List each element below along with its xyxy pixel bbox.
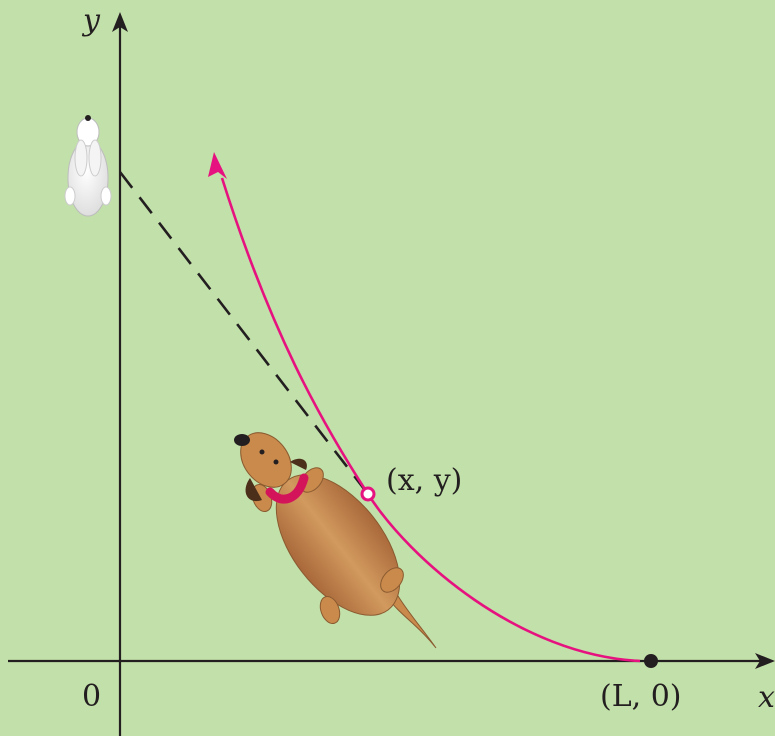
y-axis-label: y — [81, 3, 101, 38]
tangent-line — [118, 171, 370, 495]
point-xy-label: (x, y) — [386, 463, 462, 498]
rabbit-icon — [64, 115, 112, 217]
x-axis-label: x — [758, 680, 775, 715]
point-xy-marker — [360, 486, 376, 502]
point-L0-marker — [644, 654, 658, 668]
x-axis-arrowhead — [755, 653, 775, 669]
y-axis-arrowhead — [112, 12, 128, 32]
pursuit-curve — [220, 177, 641, 663]
origin-label: 0 — [82, 679, 101, 714]
point-L0-label: (L, 0) — [600, 679, 682, 714]
x-axis — [8, 653, 775, 669]
pursuit-curve-arrowhead — [208, 152, 227, 179]
dog-icon — [234, 432, 437, 649]
y-axis — [112, 12, 128, 736]
